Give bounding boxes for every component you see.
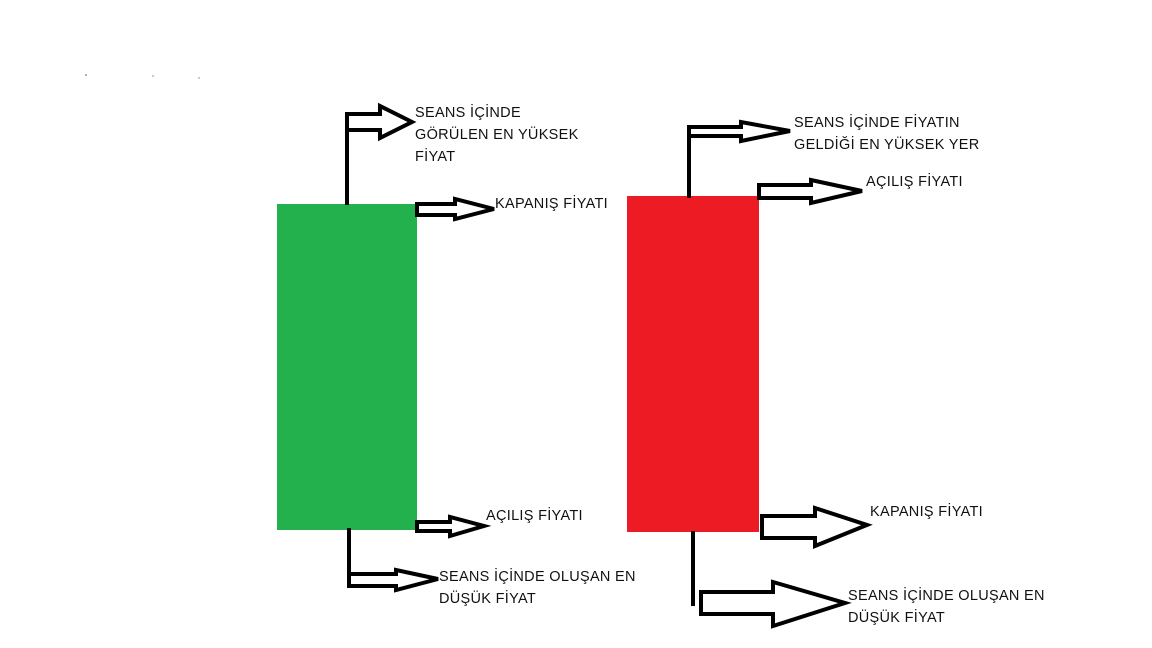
label-line: DÜŞÜK FİYAT — [439, 591, 537, 607]
label-line: FİYAT — [415, 149, 456, 165]
bullish-candle-body — [277, 204, 417, 530]
bullish-close-arrow-icon — [415, 196, 495, 222]
bearish-low-label: SEANS İÇİNDE OLUŞAN EN DÜŞÜK FİYAT — [848, 585, 1045, 629]
bullish-open-arrow-icon — [415, 514, 492, 539]
label-line: SEANS İÇİNDE FİYATIN — [794, 115, 960, 131]
stray-dot — [152, 75, 154, 77]
bearish-close-arrow-icon — [760, 505, 873, 549]
bullish-low-arrow-icon — [347, 567, 439, 593]
bearish-high-label: SEANS İÇİNDE FİYATIN GELDİĞİ EN YÜKSEK Y… — [794, 112, 979, 156]
label-line: GELDİĞİ EN YÜKSEK YER — [794, 137, 980, 153]
stray-dot — [198, 77, 200, 79]
label-line: SEANS İÇİNDE — [415, 105, 521, 121]
label-line: GÖRÜLEN EN YÜKSEK — [415, 127, 579, 143]
stray-dot — [85, 74, 87, 76]
bearish-candle-body — [627, 196, 759, 532]
label-line: SEANS İÇİNDE OLUŞAN EN — [848, 588, 1045, 604]
bearish-high-arrow-icon — [687, 119, 791, 144]
bearish-close-label: KAPANIŞ FİYATI — [870, 504, 983, 520]
label-line: SEANS İÇİNDE OLUŞAN EN — [439, 569, 636, 585]
bearish-open-arrow-icon — [757, 177, 863, 206]
bullish-high-arrow-icon — [345, 102, 417, 142]
bullish-high-label: SEANS İÇİNDE GÖRÜLEN EN YÜKSEK FİYAT — [415, 102, 579, 168]
bullish-close-label: KAPANIŞ FİYATI — [495, 196, 608, 212]
bullish-low-label: SEANS İÇİNDE OLUŞAN EN DÜŞÜK FİYAT — [439, 566, 636, 610]
bullish-open-label: AÇILIŞ FİYATI — [486, 508, 583, 524]
bearish-open-label: AÇILIŞ FİYATI — [866, 174, 963, 190]
bearish-low-arrow-icon — [699, 579, 852, 629]
label-line: DÜŞÜK FİYAT — [848, 610, 946, 626]
